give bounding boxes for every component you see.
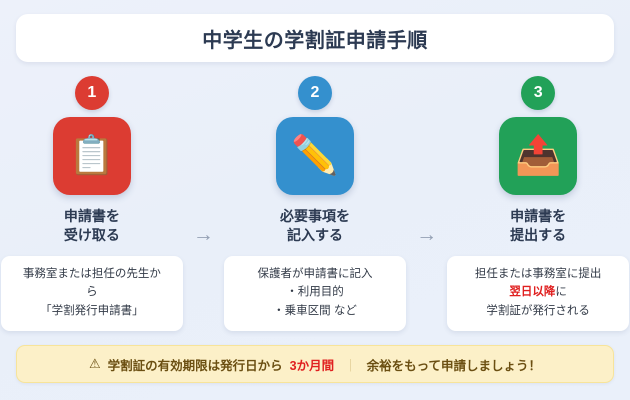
arrow-right-icon: →	[416, 223, 438, 246]
footer-notice-highlight: 3か月間	[289, 358, 335, 373]
clipboard-icon: 📋	[68, 135, 116, 177]
step-label-1-line1: 申請書を	[63, 208, 120, 224]
step-detail-3-line2-post: に	[555, 286, 567, 299]
step-number-2: 2	[310, 84, 320, 101]
step-detail-1-line2: ら	[86, 286, 98, 299]
title-card: 中学生の学割証申請手順	[16, 14, 614, 62]
outbox-tray-icon: 📤	[514, 135, 562, 177]
step-detail-1-line3: 「学割発行申請書」	[40, 305, 144, 318]
step-icon-tile-1: 📋	[52, 117, 131, 195]
step-detail-card-1: 事務室または担任の先生か ら 「学割発行申請書」	[0, 255, 183, 331]
step-number-1: 1	[87, 84, 97, 101]
step-detail-3-highlight: 翌日以降	[509, 286, 556, 299]
steps-row: 1 📋 申請書を 受け取る 事務室または担任の先生か ら 「学割発行申請書」 →…	[0, 76, 630, 346]
arrow-right-icon: →	[192, 223, 214, 246]
step-badge-2: 2	[298, 76, 332, 110]
step-detail-3-line3: 学割証が発行される	[486, 305, 590, 318]
step-label-2: 必要事項を 記入する	[280, 207, 350, 245]
footer-notice-content: ⚠ 学割証の有効期限は発行日から 3か月間 ｜ 余裕をもって申請しましょう！	[89, 355, 541, 374]
footer-notice-banner: ⚠ 学割証の有効期限は発行日から 3か月間 ｜ 余裕をもって申請しましょう！	[16, 345, 614, 383]
step-label-2-line2: 記入する	[287, 226, 343, 243]
step-label-1: 申請書を 受け取る	[64, 207, 120, 245]
step-column-1: 1 📋 申請書を 受け取る 事務室または担任の先生か ら 「学割発行申請書」	[0, 76, 184, 331]
arrow-connector-2: →	[407, 76, 447, 245]
step-badge-1: 1	[74, 76, 109, 110]
footer-separator: ｜	[344, 358, 357, 373]
step-detail-card-3: 担任または事務室に提出 翌日以降に 学割証が発行される	[447, 255, 630, 331]
page-title: 中学生の学割証申請手順	[202, 29, 428, 52]
step-detail-2-line3: ・乗車区間 など	[273, 305, 357, 318]
step-label-2-line1: 必要事項を	[280, 208, 350, 224]
arrow-connector-1: →	[184, 76, 224, 245]
step-column-3: 3 📤 申請書を 提出する 担任または事務室に提出 翌日以降に 学割証が発行され…	[446, 76, 630, 331]
footer-notice-text: 学割証の有効期限は発行日から	[107, 358, 283, 373]
step-detail-2-line1: 保護者が申請書に記入	[257, 267, 373, 280]
step-label-3-line2: 提出する	[510, 226, 567, 243]
step-icon-tile-2: ✏️	[276, 117, 354, 195]
step-label-3: 申請書を 提出する	[510, 207, 566, 245]
step-detail-2-line2: ・利用目的	[286, 286, 344, 299]
footer-cta-text: 余裕をもって申請しましょう！	[366, 358, 542, 373]
pencil-icon: ✏️	[291, 135, 339, 177]
step-label-3-line1: 申請書を	[510, 208, 567, 224]
step-detail-3-line1: 担任または事務室に提出	[474, 267, 602, 280]
step-badge-3: 3	[521, 76, 556, 110]
step-column-2: 2 ✏️ 必要事項を 記入する 保護者が申請書に記入 ・利用目的 ・乗車区間 な…	[223, 76, 407, 331]
step-label-1-line2: 受け取る	[63, 226, 120, 243]
step-detail-card-2: 保護者が申請書に記入 ・利用目的 ・乗車区間 など	[224, 255, 406, 331]
step-number-3: 3	[533, 84, 543, 101]
step-icon-tile-3: 📤	[499, 117, 578, 195]
step-detail-3-line2: 翌日以降に	[455, 283, 621, 302]
warning-icon: ⚠	[88, 356, 101, 371]
step-detail-1-line1: 事務室または担任の先生か	[22, 267, 161, 280]
